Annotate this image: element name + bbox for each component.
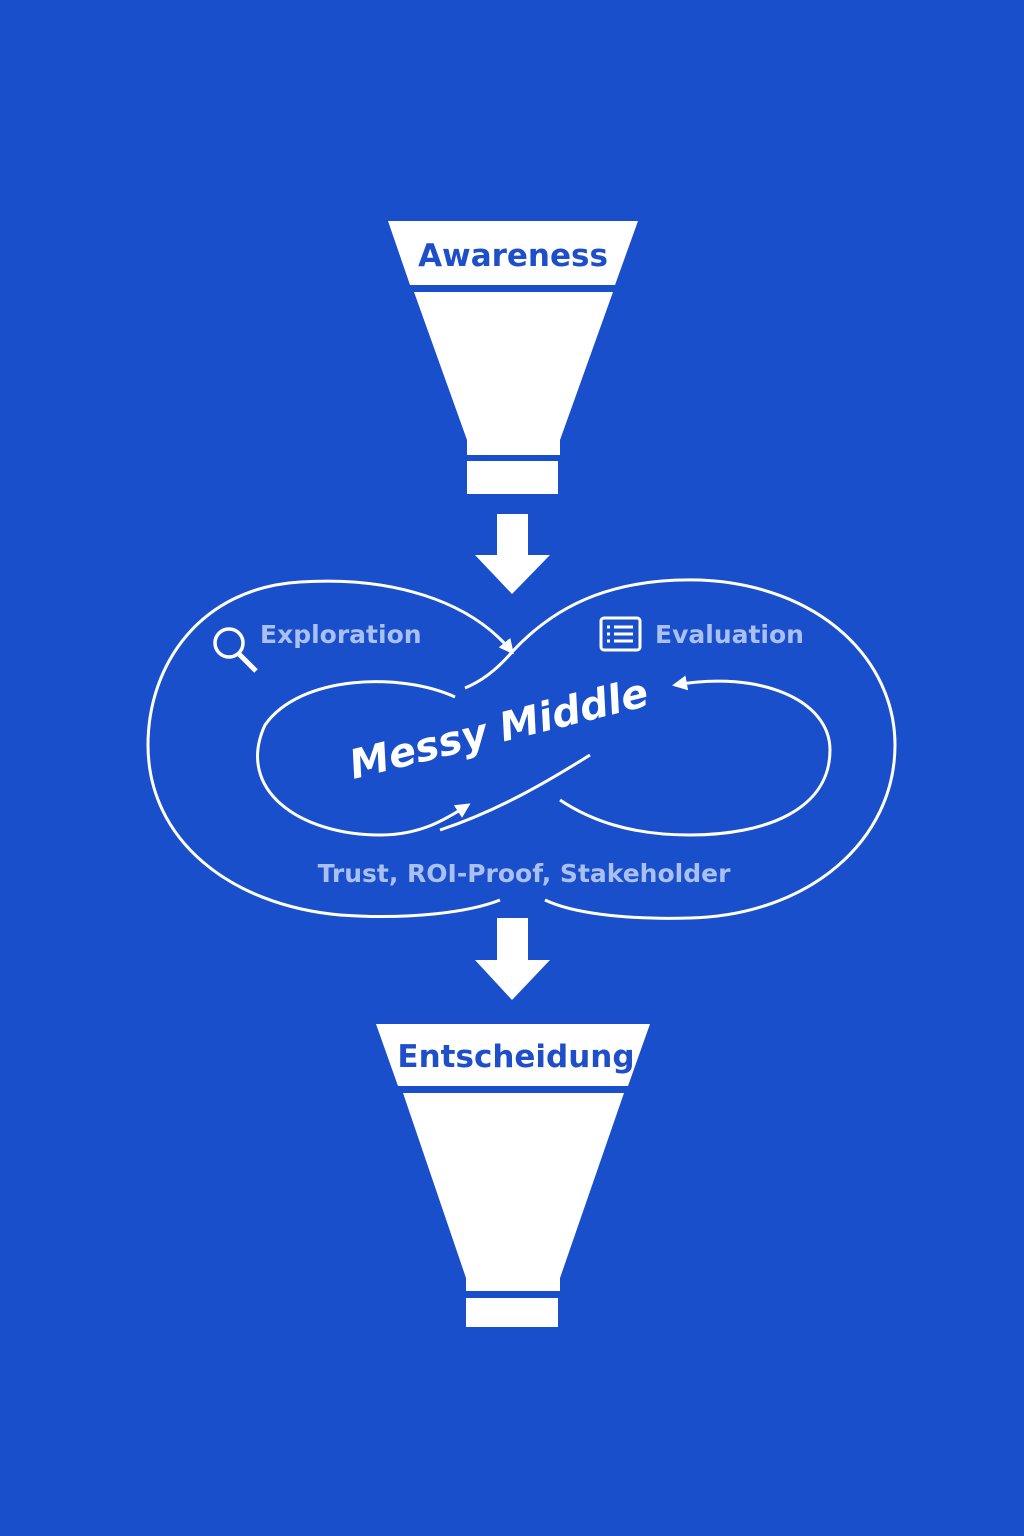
arrow-down-icon [475, 918, 550, 1000]
funnel-spout [467, 461, 558, 494]
evaluation-label: Evaluation [655, 620, 804, 649]
arrow-down-icon [475, 514, 550, 594]
infinity-loop [146, 578, 897, 920]
loop-outer-right [510, 578, 897, 920]
funnel-body [403, 1093, 624, 1291]
entscheidung-label: Entscheidung [397, 1039, 634, 1075]
funnel-spout [466, 1298, 558, 1327]
awareness-label: Awareness [418, 238, 608, 274]
funnel-top-band [388, 221, 638, 285]
loop-inner-right [559, 675, 832, 837]
loop-diagonal [439, 753, 591, 832]
loop-caption: Trust, ROI-Proof, Stakeholder [318, 859, 731, 888]
funnel-top-band [376, 1024, 650, 1086]
entscheidung-funnel: Entscheidung [376, 1024, 650, 1327]
loop-outer-left [146, 580, 501, 918]
list-icon [599, 616, 642, 652]
magnifier-icon [213, 627, 258, 673]
exploration-label: Exploration [260, 620, 422, 649]
loop-outer-top-left [299, 579, 514, 655]
loop-cross-top [464, 651, 514, 690]
loop-inner-left [256, 680, 471, 837]
funnel-body [414, 292, 613, 455]
awareness-funnel: Awareness [388, 221, 638, 494]
